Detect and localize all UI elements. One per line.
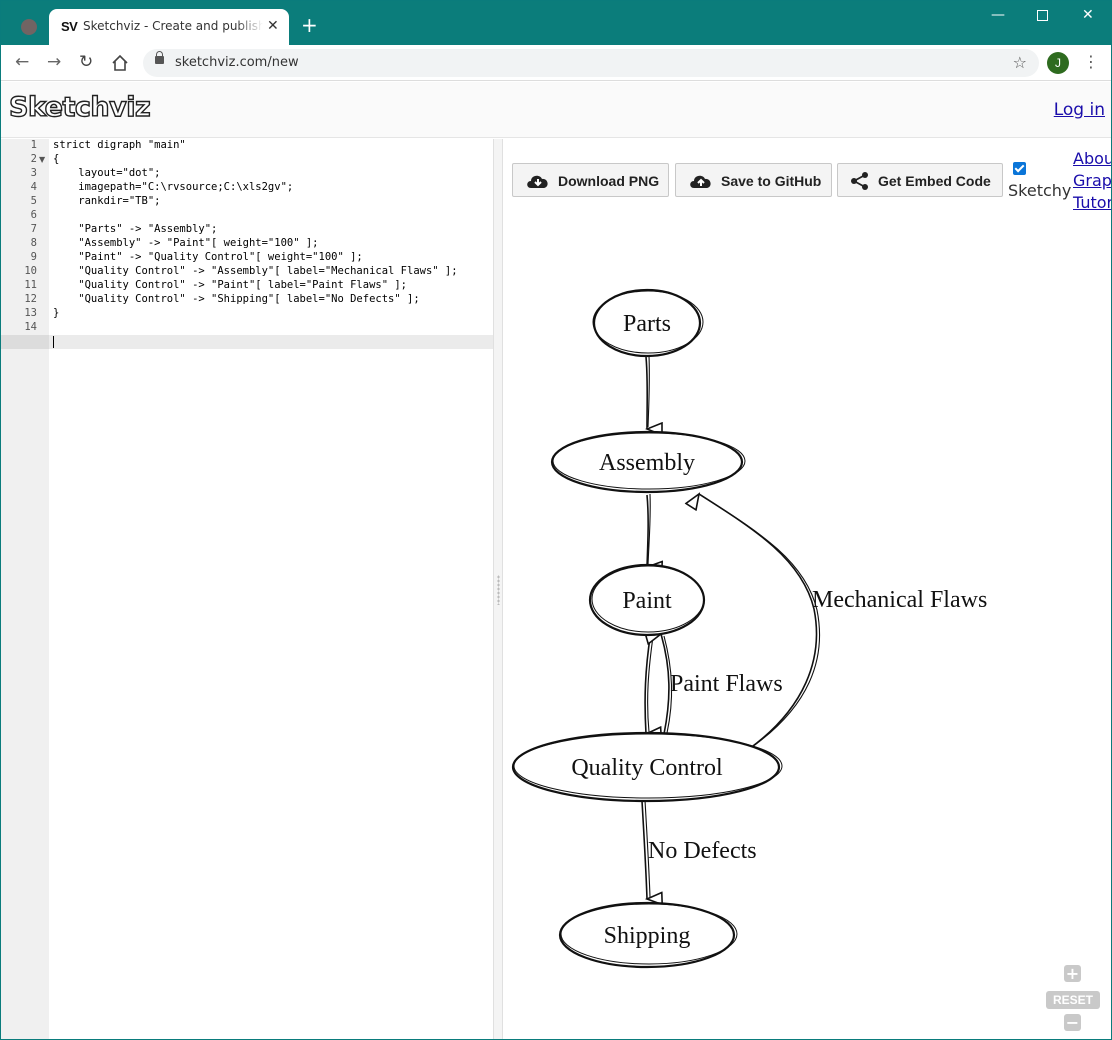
sketchy-label: Sketchy (1008, 181, 1072, 200)
code-line[interactable]: "Quality Control" -> "Paint"[ label="Pai… (53, 279, 408, 291)
line-number: 13 (24, 307, 37, 319)
code-line[interactable]: { (53, 153, 60, 165)
line-number: 11 (24, 279, 37, 291)
address-bar[interactable]: sketchviz.com/new ☆ (143, 49, 1039, 77)
tutorial-link[interactable]: Tutorial (1073, 193, 1111, 212)
code-editor[interactable]: 123456789101112131415 strict digraph "ma… (1, 139, 493, 1039)
code-line[interactable]: "Assembly" -> "Paint"[ weight="100" ]; (53, 237, 319, 249)
zoom-reset-button[interactable]: RESET (1046, 991, 1100, 1009)
edge-parts-assembly (646, 355, 649, 429)
back-icon[interactable]: ← (15, 52, 30, 72)
node-label-quality-control: Quality Control (571, 755, 723, 781)
code-line[interactable]: "Parts" -> "Assembly"; (53, 223, 218, 235)
active-line (49, 335, 493, 349)
line-number: 8 (30, 237, 37, 249)
code-line[interactable]: "Quality Control" -> "Assembly"[ label="… (53, 265, 458, 277)
code-line[interactable]: rankdir="TB"; (53, 195, 161, 207)
zoom-out-icon[interactable]: − (1064, 1013, 1081, 1032)
node-label-shipping: Shipping (604, 923, 691, 949)
edge-qc-shipping (641, 799, 650, 899)
new-tab-icon[interactable]: + (301, 13, 318, 37)
splitter-grip-icon[interactable] (497, 575, 500, 605)
edge-paint-qc (645, 629, 654, 734)
node-label-paint: Paint (622, 588, 672, 614)
code-line[interactable]: strict digraph "main" (53, 139, 186, 151)
title-bar: SV Sketchviz - Create and publish Graphv… (1, 1, 1111, 45)
line-number: 2 (30, 153, 37, 165)
kebab-menu-icon[interactable]: ⋮ (1083, 52, 1099, 71)
text-cursor (53, 336, 54, 348)
about-link[interactable]: About (1073, 149, 1111, 168)
lock-icon (155, 51, 164, 64)
line-number: 9 (30, 251, 37, 263)
url-text[interactable]: sketchviz.com/new (175, 55, 299, 70)
star-icon[interactable]: ☆ (1012, 53, 1027, 72)
avatar[interactable]: J (1047, 52, 1069, 74)
sketchy-checkbox[interactable] (1013, 162, 1026, 175)
login-link[interactable]: Log in (1053, 100, 1105, 120)
share-icon (851, 172, 868, 190)
edge-qc-assembly (699, 494, 821, 750)
code-line[interactable]: imagepath="C:\rvsource;C:\xls2gv"; (53, 181, 294, 193)
edge-label-no-defects: No Defects (648, 838, 757, 864)
edge-label-mechanical-flaws: Mechanical Flaws (812, 587, 987, 613)
pane-splitter[interactable] (493, 139, 503, 1039)
edge-label-paint-flaws: Paint Flaws (670, 671, 783, 697)
node-parts[interactable]: Parts (592, 288, 704, 358)
graph-diagram[interactable]: Parts Assembly Paint Quality Control Shi (504, 279, 1044, 979)
active-line-gutter (1, 335, 49, 349)
app-header: Sketchviz Log in (1, 82, 1111, 138)
favicon-icon: SV (61, 19, 78, 34)
logo[interactable]: Sketchviz (8, 91, 151, 123)
reload-icon[interactable]: ↻ (79, 52, 94, 72)
get-embed-code-button[interactable]: Get Embed Code (837, 163, 1003, 197)
line-number: 7 (30, 223, 37, 235)
line-number: 14 (24, 321, 37, 333)
cloud-upload-icon (690, 175, 711, 188)
line-number: 10 (24, 265, 37, 277)
node-paint[interactable]: Paint (588, 563, 706, 637)
browser-toolbar: ← → ↻ sketchviz.com/new ☆ J ⋮ (1, 45, 1111, 81)
edge-assembly-paint (647, 493, 650, 567)
fold-toggle-icon[interactable]: ▼ (39, 155, 46, 164)
line-number: 4 (30, 181, 37, 193)
forward-icon[interactable]: → (47, 52, 62, 72)
line-number: 12 (24, 293, 37, 305)
minimize-icon[interactable]: — (991, 7, 1005, 23)
window-close-icon[interactable]: ✕ (1082, 7, 1094, 23)
browser-tab[interactable]: SV Sketchviz - Create and publish Graphv… (49, 9, 289, 45)
line-gutter: 123456789101112131415 (1, 139, 49, 1039)
line-number: 6 (30, 209, 37, 221)
save-to-github-button[interactable]: Save to GitHub (675, 163, 832, 197)
node-label-assembly: Assembly (599, 450, 695, 476)
zoom-in-icon[interactable]: + (1064, 964, 1081, 983)
node-shipping[interactable]: Shipping (558, 901, 738, 969)
line-number: 1 (30, 139, 37, 151)
line-number: 3 (30, 167, 37, 179)
node-label-parts: Parts (623, 311, 671, 337)
line-number: 5 (30, 195, 37, 207)
node-quality-control[interactable]: Quality Control (511, 731, 783, 803)
cloud-download-icon (527, 175, 548, 188)
edge-qc-paint (661, 634, 673, 735)
graphviz-link[interactable]: Graphviz (1073, 171, 1112, 190)
close-icon[interactable]: ✕ (267, 18, 279, 34)
code-line[interactable]: "Paint" -> "Quality Control"[ weight="10… (53, 251, 363, 263)
tab-title: Sketchviz - Create and publish Graphviz … (83, 19, 263, 33)
maximize-icon[interactable] (1037, 8, 1048, 21)
home-icon[interactable] (111, 54, 129, 72)
download-png-button[interactable]: Download PNG (512, 163, 669, 197)
node-assembly[interactable]: Assembly (550, 430, 746, 494)
code-line[interactable]: } (53, 307, 60, 319)
preview-pane: Download PNG Save to GitHub Get Embed Co… (504, 139, 1112, 1039)
code-line[interactable]: "Quality Control" -> "Shipping"[ label="… (53, 293, 420, 305)
code-line[interactable]: layout="dot"; (53, 167, 161, 179)
inactive-tab-icon[interactable] (21, 19, 37, 35)
